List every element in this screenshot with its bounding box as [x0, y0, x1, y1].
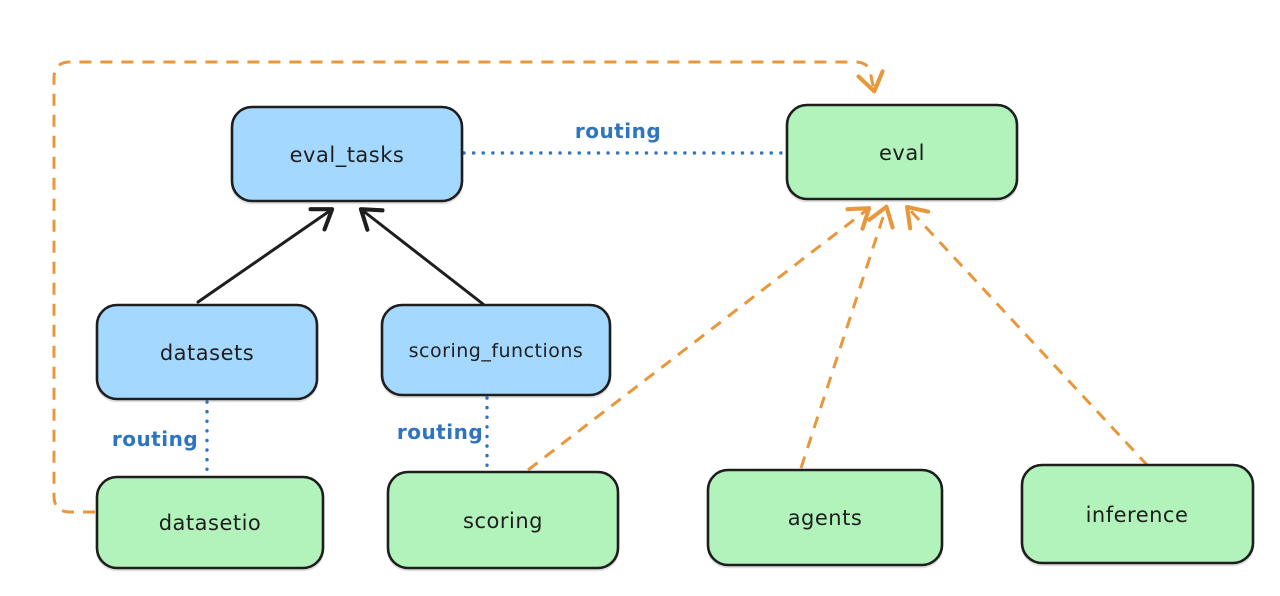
node-scoring-functions: scoring_functions	[380, 303, 612, 397]
routing-label-eval-tasks-eval: routing	[575, 119, 661, 143]
edge-labels-layer: routing routing routing	[112, 119, 661, 451]
node-scoring-functions-box	[380, 303, 612, 397]
node-eval-tasks-label: eval_tasks	[290, 143, 405, 168]
edges-layer	[52, 60, 1150, 514]
edge-scoring-functions-to-eval-tasks	[358, 207, 485, 306]
edge-inference-to-eval	[905, 204, 1150, 468]
edge-scoring-to-eval	[527, 206, 872, 472]
node-scoring-box	[386, 470, 620, 570]
nodes-layer: eval_tasks eval datasets scoring_functio…	[95, 103, 1255, 570]
node-datasets-box	[95, 303, 319, 401]
edge-agents-to-eval	[799, 204, 895, 469]
routing-label-datasets-datasetio: routing	[112, 427, 198, 451]
node-inference-label: inference	[1086, 503, 1189, 527]
node-datasetio-box	[95, 475, 325, 570]
node-eval-box	[785, 103, 1019, 201]
node-datasets-label: datasets	[160, 341, 254, 365]
node-scoring-label: scoring	[463, 509, 543, 533]
node-eval-label: eval	[879, 141, 925, 165]
edge-datasetio-to-eval	[52, 60, 885, 514]
node-inference: inference	[1020, 463, 1255, 565]
node-agents-box	[706, 468, 944, 567]
routing-label-scoring-functions-scoring: routing	[397, 420, 483, 444]
node-agents-label: agents	[788, 506, 863, 530]
node-inference-box	[1020, 463, 1255, 565]
node-eval-tasks-box	[230, 105, 464, 203]
edge-datasets-to-eval-tasks	[196, 207, 335, 304]
node-agents: agents	[706, 468, 944, 567]
node-datasetio-label: datasetio	[159, 511, 262, 535]
node-datasetio: datasetio	[95, 475, 325, 570]
node-datasets: datasets	[95, 303, 319, 401]
node-eval-tasks: eval_tasks	[230, 105, 464, 203]
node-eval: eval	[785, 103, 1019, 201]
node-scoring: scoring	[386, 470, 620, 570]
node-scoring-functions-label: scoring_functions	[409, 340, 584, 362]
